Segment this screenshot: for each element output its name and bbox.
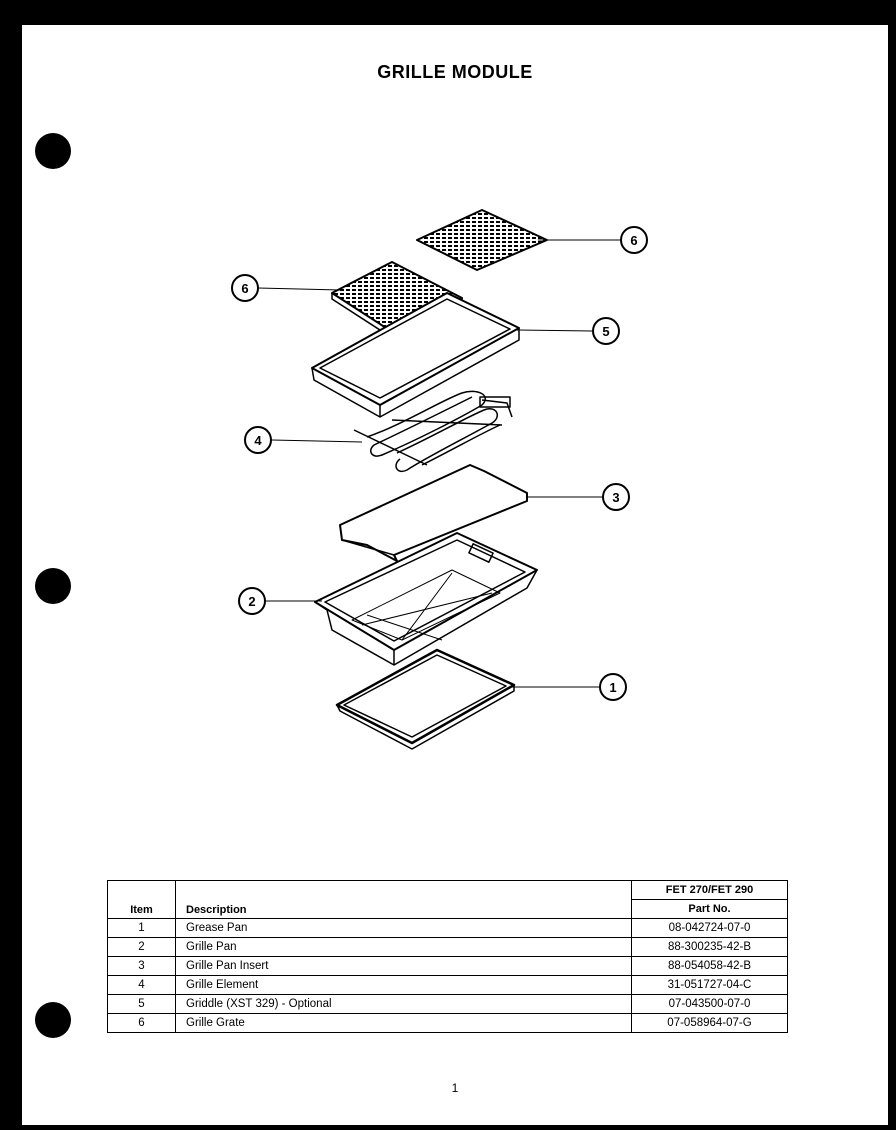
binder-hole-middle	[35, 568, 71, 604]
grille-grate-upper	[416, 209, 548, 271]
table-row: 6 Grille Grate 07-058964-07-G	[107, 1013, 788, 1033]
header-model: FET 270/FET 290	[631, 880, 788, 900]
document-page: GRILLE MODULE	[22, 25, 888, 1125]
row-part-no: 31-051727-04-C	[631, 975, 788, 995]
row-part-no: 07-043500-07-0	[631, 994, 788, 1014]
page-title: GRILLE MODULE	[377, 62, 533, 82]
header-description: Description	[175, 880, 632, 919]
row-item: 5	[107, 994, 176, 1014]
row-description: Grille Grate	[175, 1013, 632, 1033]
page-number: 1	[451, 1081, 459, 1095]
table-row: 4 Grille Element 31-051727-04-C	[107, 975, 788, 995]
header-item: Item	[107, 880, 176, 919]
table-row: 5 Griddle (XST 329) - Optional 07-043500…	[107, 994, 788, 1014]
callout-label-6-lower: 6	[241, 281, 248, 296]
callout-circles	[231, 226, 648, 701]
leader-lines	[257, 239, 620, 688]
griddle	[311, 292, 520, 418]
row-description: Grille Element	[175, 975, 632, 995]
table-row: 3 Grille Pan Insert 88-054058-42-B	[107, 956, 788, 976]
row-item: 1	[107, 918, 176, 938]
row-part-no: 08-042724-07-0	[631, 918, 788, 938]
callout-label-1: 1	[609, 680, 616, 695]
row-part-no: 88-300235-42-B	[631, 937, 788, 957]
table-row: 1 Grease Pan 08-042724-07-0	[107, 918, 788, 938]
binder-hole-top	[35, 133, 71, 169]
callout-label-3: 3	[612, 490, 619, 505]
row-part-no: 07-058964-07-G	[631, 1013, 788, 1033]
row-description: Griddle (XST 329) - Optional	[175, 994, 632, 1014]
callout-label-5: 5	[602, 324, 609, 339]
callout-label-6-upper: 6	[630, 233, 637, 248]
grille-pan-insert	[339, 464, 528, 562]
row-description: Grille Pan Insert	[175, 956, 632, 976]
row-item: 2	[107, 937, 176, 957]
callout-label-4: 4	[254, 433, 262, 448]
grease-pan	[335, 648, 516, 750]
exploded-parts-diagram: 6 6 5 4 3 2 1	[231, 209, 648, 750]
header-part-no: Part No.	[631, 899, 788, 919]
parts-table: Item Description FET 270/FET 290 Part No…	[107, 880, 788, 1033]
binder-hole-bottom	[35, 1002, 71, 1038]
row-item: 4	[107, 975, 176, 995]
row-part-no: 88-054058-42-B	[631, 956, 788, 976]
row-description: Grille Pan	[175, 937, 632, 957]
grille-pan	[314, 532, 538, 666]
row-description: Grease Pan	[175, 918, 632, 938]
row-item: 6	[107, 1013, 176, 1033]
row-item: 3	[107, 956, 176, 976]
table-row: 2 Grille Pan 88-300235-42-B	[107, 937, 788, 957]
table-header-row-1: Item Description FET 270/FET 290	[107, 880, 788, 919]
grille-element	[353, 390, 513, 472]
callout-label-2: 2	[248, 594, 255, 609]
